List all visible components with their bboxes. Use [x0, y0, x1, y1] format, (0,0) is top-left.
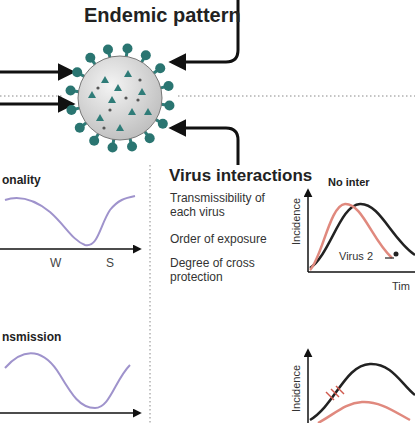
- axis-label: Tim: [392, 280, 410, 293]
- list-item: Transmissibility of each virus: [170, 192, 288, 220]
- axis: [307, 190, 309, 272]
- interference-marks: [326, 386, 344, 400]
- divider: [0, 96, 62, 97]
- list-item: Order of exposure: [170, 233, 267, 247]
- chart-title: No inter: [328, 176, 370, 189]
- virus-illustration: [66, 44, 175, 153]
- seasonality-curve: [5, 196, 135, 245]
- axis: [307, 350, 309, 423]
- leader-line: [385, 257, 394, 258]
- list-item: Degree of cross protection: [170, 257, 275, 285]
- series-label: Virus 2: [339, 250, 373, 263]
- axis-tick: W: [50, 257, 61, 271]
- transmission-curve: [5, 353, 130, 408]
- arrow: [0, 103, 72, 106]
- virus1-curve: [310, 364, 415, 420]
- title: Endemic pattern: [84, 4, 241, 27]
- axis: [308, 271, 415, 273]
- divider: [150, 165, 151, 423]
- arrow: [0, 71, 72, 74]
- axis-label: Incidence: [290, 365, 303, 412]
- arrow: [172, 128, 238, 165]
- axis: [0, 248, 140, 250]
- virus2-curve: [318, 402, 410, 423]
- axis-label: Incidence: [290, 198, 303, 245]
- divider: [178, 96, 415, 97]
- virus2-curve: [310, 204, 392, 270]
- panel-heading: onality: [2, 174, 41, 188]
- axis-tick: S: [106, 257, 114, 271]
- panel-heading: Virus interactions: [169, 166, 312, 186]
- panel-heading: nsmission: [2, 331, 61, 345]
- axis: [0, 412, 140, 414]
- leader-dot: [394, 252, 399, 257]
